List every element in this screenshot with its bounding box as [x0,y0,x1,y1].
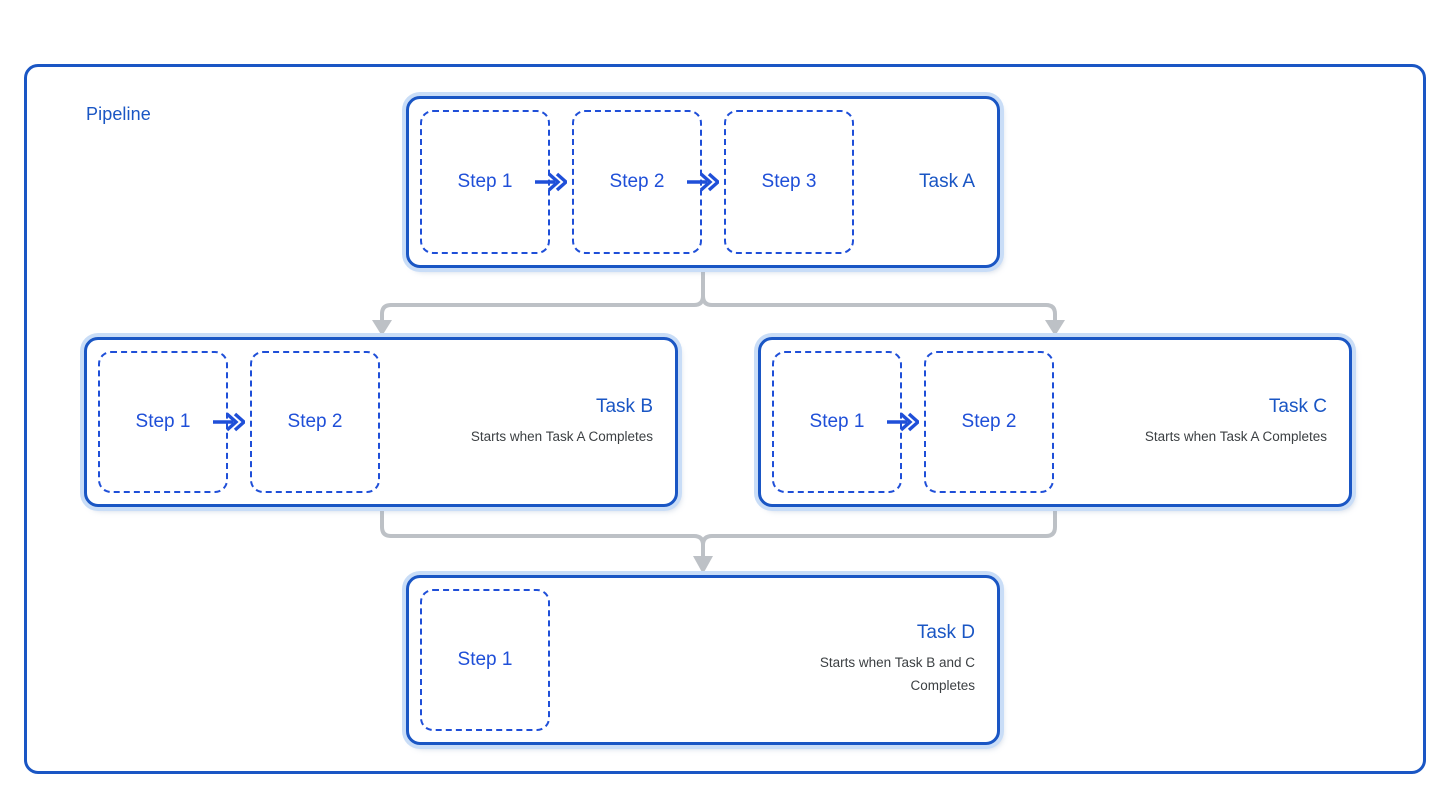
step-box[interactable]: Step 1 [420,589,550,731]
task-title: Task B [595,395,653,417]
task-label-block: Task A [919,99,975,265]
step-chain: Step 1 Step 2 [772,351,1054,493]
step-box[interactable]: Step 2 [924,351,1054,493]
step-chain: Step 1 [420,589,550,731]
task-card-task-a[interactable]: Step 1 Step 2 [406,96,1000,268]
step-box[interactable]: Step 3 [724,110,854,254]
step-chain: Step 1 Step 2 [420,110,854,254]
task-title: Task C [1268,395,1327,417]
task-subtitle: Starts when Task A Completes [1144,428,1327,444]
step-box[interactable]: Step 2 [250,351,380,493]
task-title: Task A [919,170,975,192]
task-card-task-d[interactable]: Step 1 Task D Starts when Task B and C C… [406,575,1000,745]
step-chain: Step 1 Step 2 [98,351,380,493]
task-title: Task D [916,622,975,644]
pipeline-title: Pipeline [86,104,151,124]
step-box[interactable]: Step 1 [772,351,902,493]
task-card-task-c[interactable]: Step 1 Step 2 Task C Starts when Task A … [758,337,1352,507]
task-card-task-b[interactable]: Step 1 Step 2 Task B Starts when Task A … [84,337,678,507]
task-subtitle: Starts when Task B and C Completes [819,655,975,694]
step-box[interactable]: Step 2 [572,110,702,254]
step-box[interactable]: Step 1 [420,110,550,254]
task-label-block: Task C Starts when Task A Completes [1145,340,1327,504]
step-box[interactable]: Step 1 [98,351,228,493]
task-label-block: Task B Starts when Task A Completes [471,340,653,504]
task-label-block: Task D Starts when Task B and C Complete… [775,578,975,742]
task-subtitle: Starts when Task A Completes [470,428,653,444]
